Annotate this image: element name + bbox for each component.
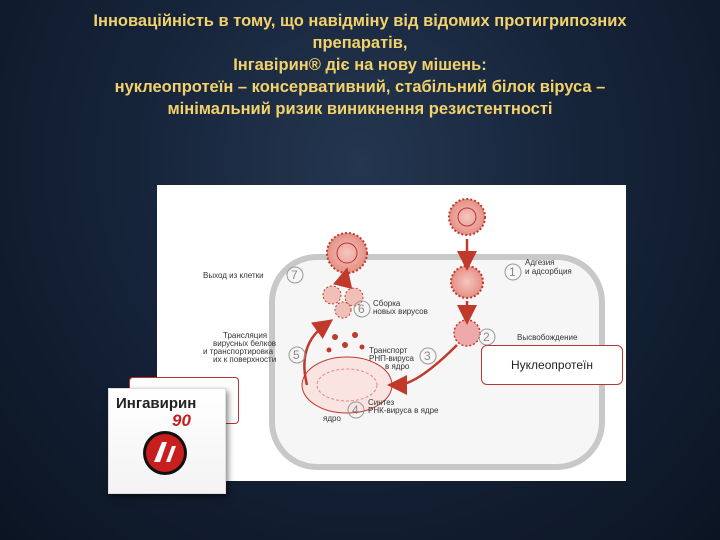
step-label-line: и транспортировка bbox=[203, 347, 274, 356]
step-label-line: Адгезия bbox=[525, 258, 555, 267]
step-6-marker bbox=[353, 300, 371, 318]
flow-arrow bbox=[332, 267, 353, 290]
step-label-line: и адсорбция bbox=[525, 267, 572, 276]
step-4-number: 4 bbox=[352, 403, 359, 417]
step-2-number: 2 bbox=[483, 330, 490, 344]
step-2-label: Высвобождение bbox=[517, 333, 578, 342]
step-label-line: РНП-вируса bbox=[369, 354, 415, 363]
virus-lifecycle-diagram: 1 2 3 4 5 6 7 Адгезия и адсорбция Высвоб… bbox=[157, 185, 626, 481]
step-7-marker bbox=[286, 266, 304, 284]
title-line: Інноваційність в тому, що навідміну від … bbox=[93, 12, 627, 30]
title-line: препаратів, bbox=[312, 34, 408, 52]
step-5-number: 5 bbox=[293, 348, 300, 362]
step-label-line: их к поверхности bbox=[213, 355, 276, 364]
title-line: мінімальний ризик виникнення резистентно… bbox=[167, 100, 553, 118]
title-line: Інгавірин® діє на нову мішень: bbox=[233, 56, 487, 74]
step-label-line: РНК-вируса в ядре bbox=[368, 406, 439, 415]
nucleoprotein-callout: Нуклеопротеїн bbox=[481, 345, 623, 385]
step-3-label: Транспорт РНП-вируса в ядро bbox=[369, 346, 416, 371]
step-label-line: Высвобождение bbox=[517, 333, 578, 342]
step-label-line: Синтез bbox=[368, 398, 395, 407]
step-1-marker bbox=[504, 263, 522, 281]
slide-title: Інноваційність в тому, що навідміну від … bbox=[20, 10, 700, 120]
step-7-number: 7 bbox=[291, 268, 298, 282]
step-label-line: новых вирусов bbox=[373, 307, 428, 316]
step-6-label: Сборка новых вирусов bbox=[373, 299, 428, 316]
title-line: нуклеопротеїн – консервативний, стабільн… bbox=[114, 78, 606, 96]
step-5-marker bbox=[288, 346, 306, 364]
step-label-line: в ядро bbox=[385, 362, 410, 371]
step-1-number: 1 bbox=[509, 265, 516, 279]
step-7-label: Выход из клетки bbox=[203, 271, 264, 280]
product-dose: 90 bbox=[172, 411, 191, 430]
step-4-label: Синтез РНК-вируса в ядре bbox=[368, 398, 439, 415]
step-3-marker bbox=[419, 347, 437, 365]
step-4-marker bbox=[347, 401, 365, 419]
virus-particle bbox=[326, 232, 368, 274]
virus-particle bbox=[453, 319, 481, 347]
step-3-number: 3 bbox=[424, 349, 431, 363]
ribonucleoprotein-dots bbox=[326, 332, 365, 353]
nucleus-label: ядро bbox=[323, 414, 341, 423]
flow-arrow bbox=[387, 344, 458, 395]
step-1-label: Адгезия и адсорбция bbox=[525, 258, 572, 276]
step-label-line: Сборка bbox=[373, 299, 401, 308]
flow-arrow bbox=[303, 319, 334, 386]
step-label-line: вирусных белков bbox=[213, 339, 276, 348]
step-5-label: Трансляция вирусных белков и транспортир… bbox=[203, 331, 278, 364]
virus-particle bbox=[448, 198, 486, 236]
virus-particle bbox=[450, 265, 484, 299]
product-brand: Ингавирин bbox=[116, 395, 197, 412]
step-label-line: Транспорт bbox=[369, 346, 408, 355]
lifecycle-svg: 1 2 3 4 5 6 7 Адгезия и адсорбция Высвоб… bbox=[203, 198, 605, 470]
step-6-number: 6 bbox=[358, 302, 365, 316]
step-label-line: Трансляция bbox=[223, 331, 267, 340]
product-logo-icon bbox=[143, 431, 187, 475]
